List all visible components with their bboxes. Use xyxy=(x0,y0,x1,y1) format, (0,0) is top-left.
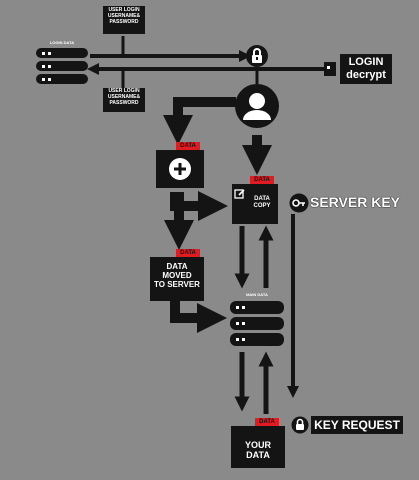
label-line: DATA xyxy=(254,196,270,202)
data-moved-label: DATA MOVED TO SERVER xyxy=(150,257,204,301)
key-request-box: KEY REQUEST xyxy=(311,416,403,434)
user-login-label-top: USER LOGIN USERNAME& PASSWORD xyxy=(103,6,145,34)
your-data-folder: DATA YOUR DATA xyxy=(231,418,285,468)
login-data-label: LOGIN DATA xyxy=(49,40,75,45)
login-decrypt-title: LOGIN xyxy=(348,56,384,68)
data-copy-label: DATA COPY xyxy=(246,196,278,210)
label-line: YOUR xyxy=(244,440,271,450)
label-line: USERNAME& xyxy=(107,12,141,19)
login-decrypt-box: LOGIN decrypt xyxy=(340,54,392,84)
arrow-moved-to-main xyxy=(170,300,227,333)
server-key-label: SERVER KEY xyxy=(310,194,400,210)
your-data-label: YOUR DATA xyxy=(231,426,285,468)
label-line: MOVED xyxy=(162,271,192,281)
database-icon xyxy=(230,301,284,346)
label-line: TO SERVER xyxy=(154,280,200,290)
new-data-folder: DATA xyxy=(156,142,204,188)
label-line: USER LOGIN xyxy=(108,88,140,94)
user-login-label-bottom: USER LOGIN USERNAME& PASSWORD xyxy=(103,88,145,112)
label-line: COPY xyxy=(253,202,271,209)
label-line: USERNAME& xyxy=(107,93,141,100)
folder-body xyxy=(232,184,278,224)
database-icon xyxy=(36,48,88,84)
label-line: PASSWORD xyxy=(109,18,139,25)
data-copy-folder: DATA DATA COPY xyxy=(232,176,278,224)
data-moved-folder: DATA DATA MOVED TO SERVER xyxy=(150,249,204,301)
label-line: DATA xyxy=(166,262,188,271)
arrow-user-to-newdata xyxy=(163,97,236,145)
login-database: LOGIN DATA xyxy=(34,40,90,89)
usb-key-icon xyxy=(324,62,336,76)
user-icon xyxy=(235,84,279,128)
main-database: MAIN DATA xyxy=(228,292,286,349)
edit-icon xyxy=(234,189,245,199)
data-tag: DATA xyxy=(176,249,200,257)
data-tag: DATA xyxy=(176,142,200,150)
key-icon xyxy=(289,193,309,213)
lock-icon xyxy=(291,416,309,434)
label-line: USER LOGIN xyxy=(108,7,140,13)
label-line: PASSWORD xyxy=(109,99,139,106)
data-tag: DATA xyxy=(255,418,279,426)
label-line: DATA xyxy=(246,450,270,461)
login-decrypt-subtitle: decrypt xyxy=(346,68,386,81)
plus-icon xyxy=(169,158,191,180)
lock-icon xyxy=(246,45,268,67)
data-tag: DATA xyxy=(250,176,274,184)
main-data-label: MAIN DATA xyxy=(246,292,268,297)
